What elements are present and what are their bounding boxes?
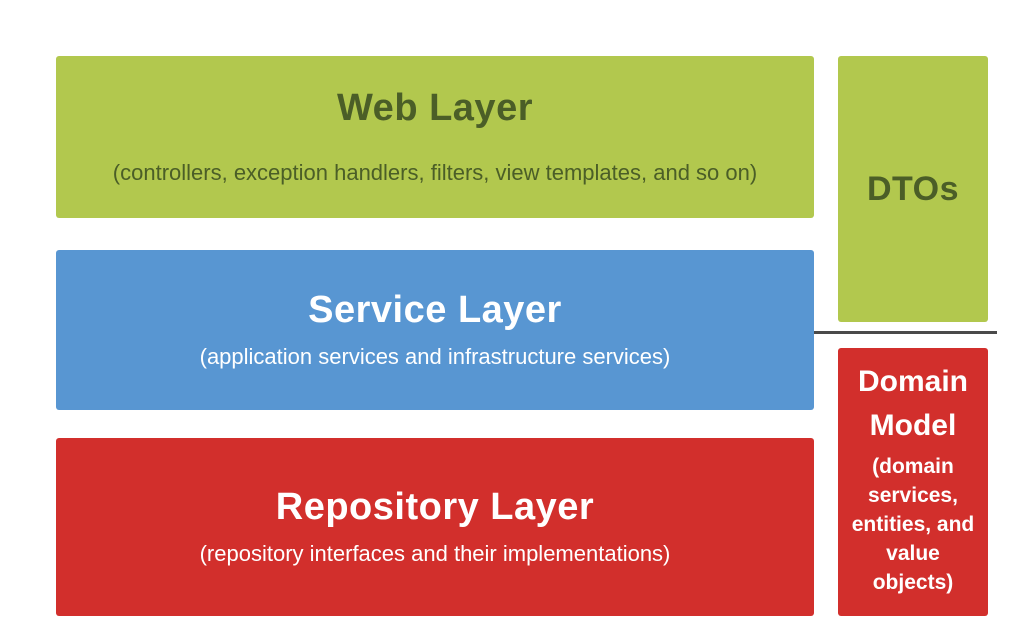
service-layer-subtitle: (application services and infrastructure… <box>199 343 671 369</box>
web-layer-title: Web Layer <box>337 86 533 129</box>
repository-layer-box: Repository Layer (repository interfaces … <box>56 438 814 616</box>
service-layer-box: Service Layer (application services and … <box>56 250 814 410</box>
repository-layer-subtitle: (repository interfaces and their impleme… <box>199 540 671 566</box>
domain-model-box: Domain Model (domain services, entities,… <box>838 348 988 616</box>
domain-model-title: Domain Model <box>857 365 968 442</box>
domain-model-subtitle: (domain services, entities, and value ob… <box>851 455 975 594</box>
dtos-label: DTOs <box>866 169 960 208</box>
repository-layer-title: Repository Layer <box>275 485 595 528</box>
web-layer-box: Web Layer (controllers, exception handle… <box>56 56 814 218</box>
dto-domain-divider-line <box>814 331 997 334</box>
dtos-box: DTOs <box>838 56 988 322</box>
web-layer-subtitle: (controllers, exception handlers, filter… <box>112 159 758 185</box>
service-layer-title: Service Layer <box>308 288 562 331</box>
